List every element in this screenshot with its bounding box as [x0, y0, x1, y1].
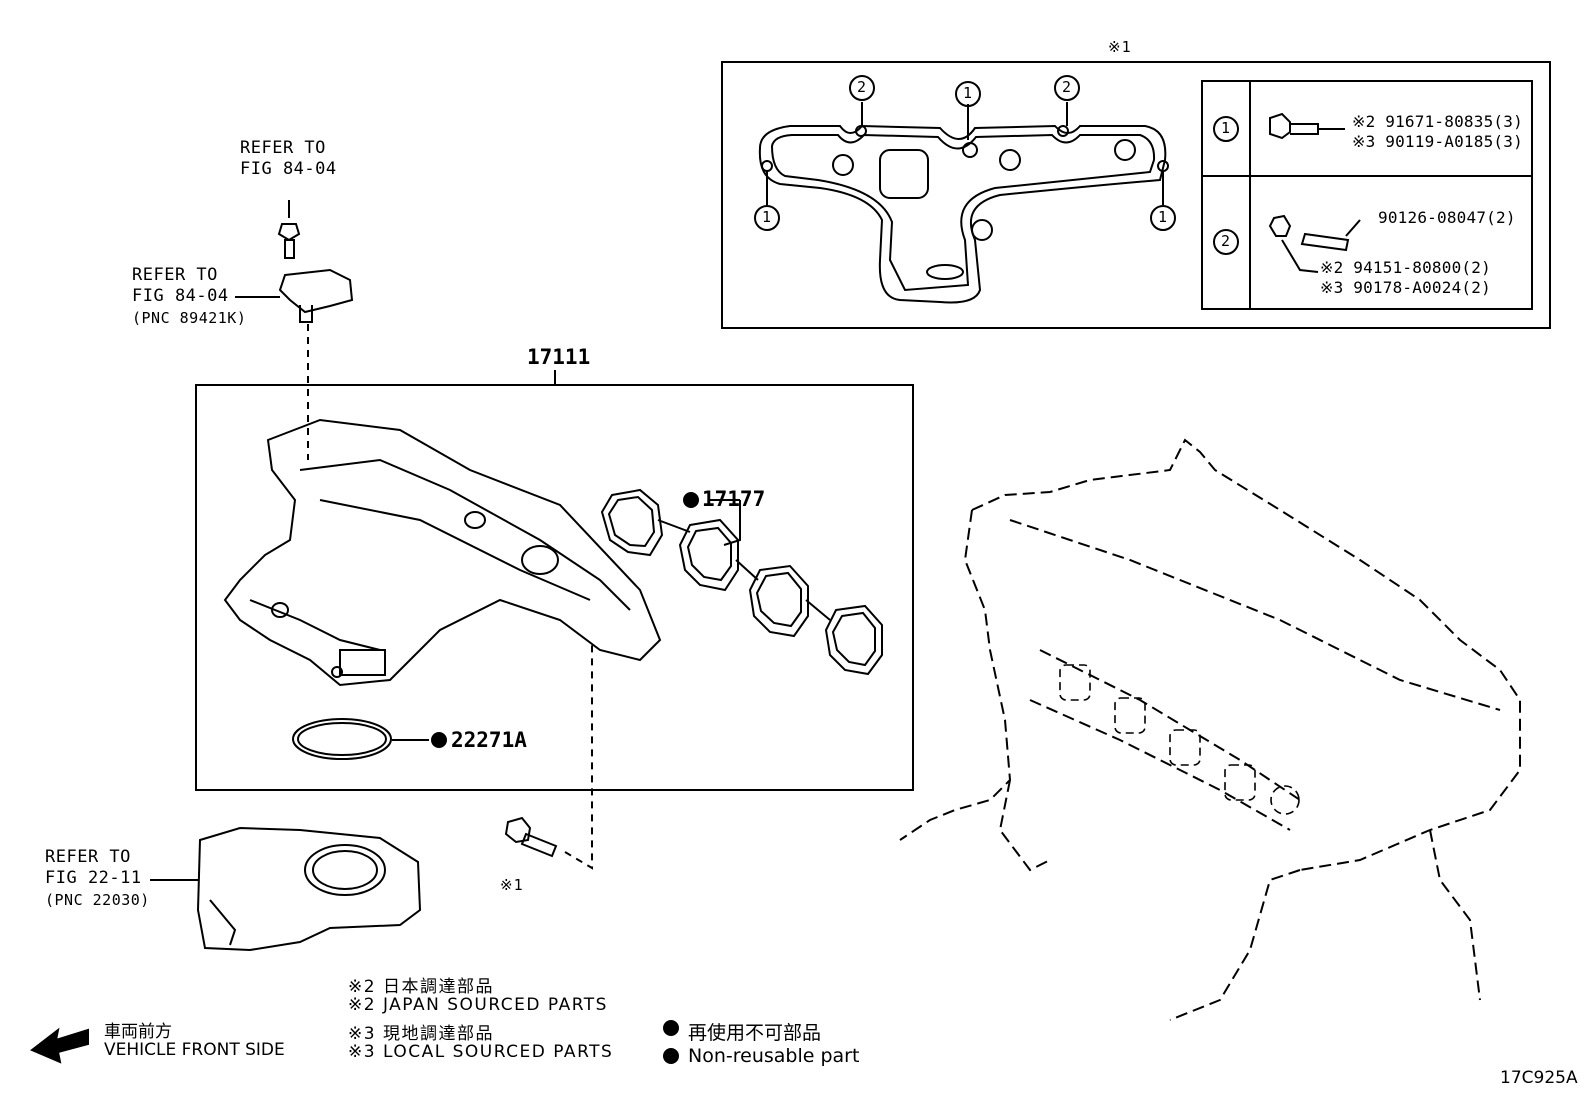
- figure-code: 17C925A: [1500, 1068, 1578, 1088]
- row1-part-local: ※3 90119-A0185(3): [1352, 132, 1523, 151]
- front-label-ja: 車両前方: [104, 1022, 172, 1042]
- refer-top-line2: FIG 84-04: [240, 159, 337, 179]
- row2-part-japan: ※2 94151-80800(2): [1320, 258, 1491, 277]
- table-index-1: 1: [1221, 119, 1232, 137]
- inset-bolt-1: [1269, 112, 1319, 140]
- refer-top-line1: REFER TO: [240, 138, 326, 158]
- part-17111: 17111: [527, 345, 591, 369]
- legend-japan-ja: ※2 日本調達部品: [348, 977, 494, 997]
- engine-block-outline: [899, 438, 1521, 1021]
- part-17177: 17177: [702, 487, 766, 511]
- inset-table: [1201, 80, 1533, 310]
- inset-nut-2: [1268, 214, 1292, 237]
- map-sensor-drawing: [278, 268, 354, 314]
- callout-1-a: 1: [963, 84, 974, 102]
- refer-sensor-line1: REFER TO: [132, 265, 218, 285]
- throttle-body-drawing: [196, 826, 422, 952]
- bolt-note1-drawing: [504, 816, 558, 858]
- legend-nonreuse-en: Non-reusable part: [688, 1045, 860, 1067]
- sensor-bolt-drawing: [277, 223, 301, 259]
- oring-22271A-drawing: [292, 718, 392, 760]
- gasket-17177-drawing: [600, 488, 883, 676]
- front-arrow: [30, 1027, 89, 1064]
- part-22271A: 22271A: [451, 728, 527, 752]
- front-label-en: VEHICLE FRONT SIDE: [104, 1040, 285, 1060]
- callout-2-a: 2: [857, 78, 868, 96]
- callout-1-c: 1: [1158, 208, 1169, 226]
- inset-stud-2: [1300, 232, 1350, 252]
- inset-frame: [721, 61, 1551, 329]
- legend-local-en: ※3 LOCAL SOURCED PARTS: [348, 1042, 614, 1062]
- refer-sensor-line2: FIG 84-04: [132, 286, 229, 306]
- legend-japan-en: ※2 JAPAN SOURCED PARTS: [348, 995, 608, 1015]
- refer-throttle-line2: FIG 22-11: [45, 868, 142, 888]
- row1-part-japan: ※2 91671-80835(3): [1352, 112, 1523, 131]
- bolt-note-mark: ※1: [500, 876, 524, 894]
- legend-local-ja: ※3 現地調達部品: [348, 1024, 494, 1044]
- table-index-2: 2: [1221, 232, 1232, 250]
- refer-sensor-pnc: (PNC 89421K): [132, 309, 247, 327]
- assembly-frame: [195, 384, 914, 791]
- row2-stud-part: 90126-08047(2): [1378, 208, 1516, 227]
- inset-note-mark: ※1: [1108, 38, 1132, 56]
- refer-throttle-line1: REFER TO: [45, 847, 131, 867]
- callout-2-b: 2: [1062, 78, 1073, 96]
- refer-throttle-pnc: (PNC 22030): [45, 891, 150, 909]
- row2-part-local: ※3 90178-A0024(2): [1320, 278, 1491, 297]
- callout-1-b: 1: [762, 208, 773, 226]
- intake-manifold-drawing: [223, 418, 662, 687]
- legend-nonreuse-ja: 再使用不可部品: [688, 1022, 822, 1044]
